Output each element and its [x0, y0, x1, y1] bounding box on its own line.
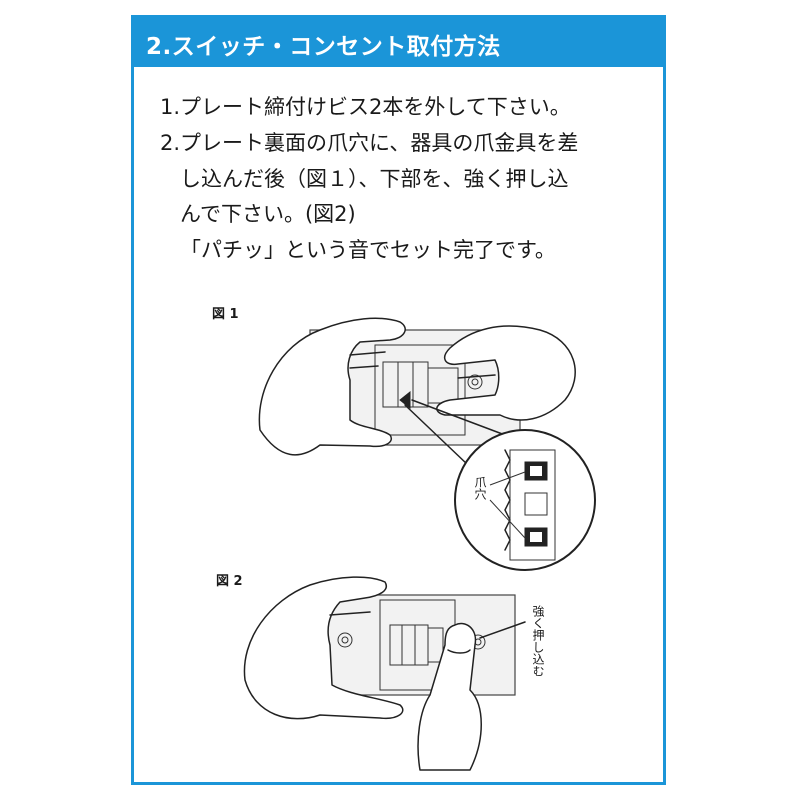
page-title: 2.スイッチ・コンセント取付方法 [146, 34, 501, 60]
left-hand [258, 317, 406, 456]
press-hard-label: 強く押し込む [531, 605, 545, 677]
figure-2-illustration [243, 576, 526, 771]
instruction-line-2: 2.プレート裏面の爪穴に、器具の爪金具を差 [160, 131, 579, 155]
figure-1-label: 図 1 [212, 307, 239, 322]
instruction-line-3: し込んだ後（図１）、下部を、強く押し込 [180, 167, 569, 191]
title-bar: 2.スイッチ・コンセント取付方法 [134, 18, 663, 67]
switch-frame [374, 344, 466, 436]
figure-1-illustration [258, 317, 596, 571]
claw-hole-label: 爪穴 [473, 476, 487, 500]
right-hand [436, 325, 576, 421]
instruction-line-4: んで下さい。(図2) [180, 202, 356, 226]
right-hand-2 [417, 622, 482, 771]
left-hand-2 [243, 576, 404, 720]
instruction-line-5: 「パチッ」という音でセット完了です。 [180, 238, 556, 262]
screw-left-2 [337, 632, 353, 648]
figure-2-label: 図 2 [216, 574, 243, 589]
screw-right [467, 374, 483, 390]
arrow-indicator [399, 390, 411, 410]
instruction-line-1: 1.プレート締付けビス2本を外して下さい。 [160, 95, 571, 119]
